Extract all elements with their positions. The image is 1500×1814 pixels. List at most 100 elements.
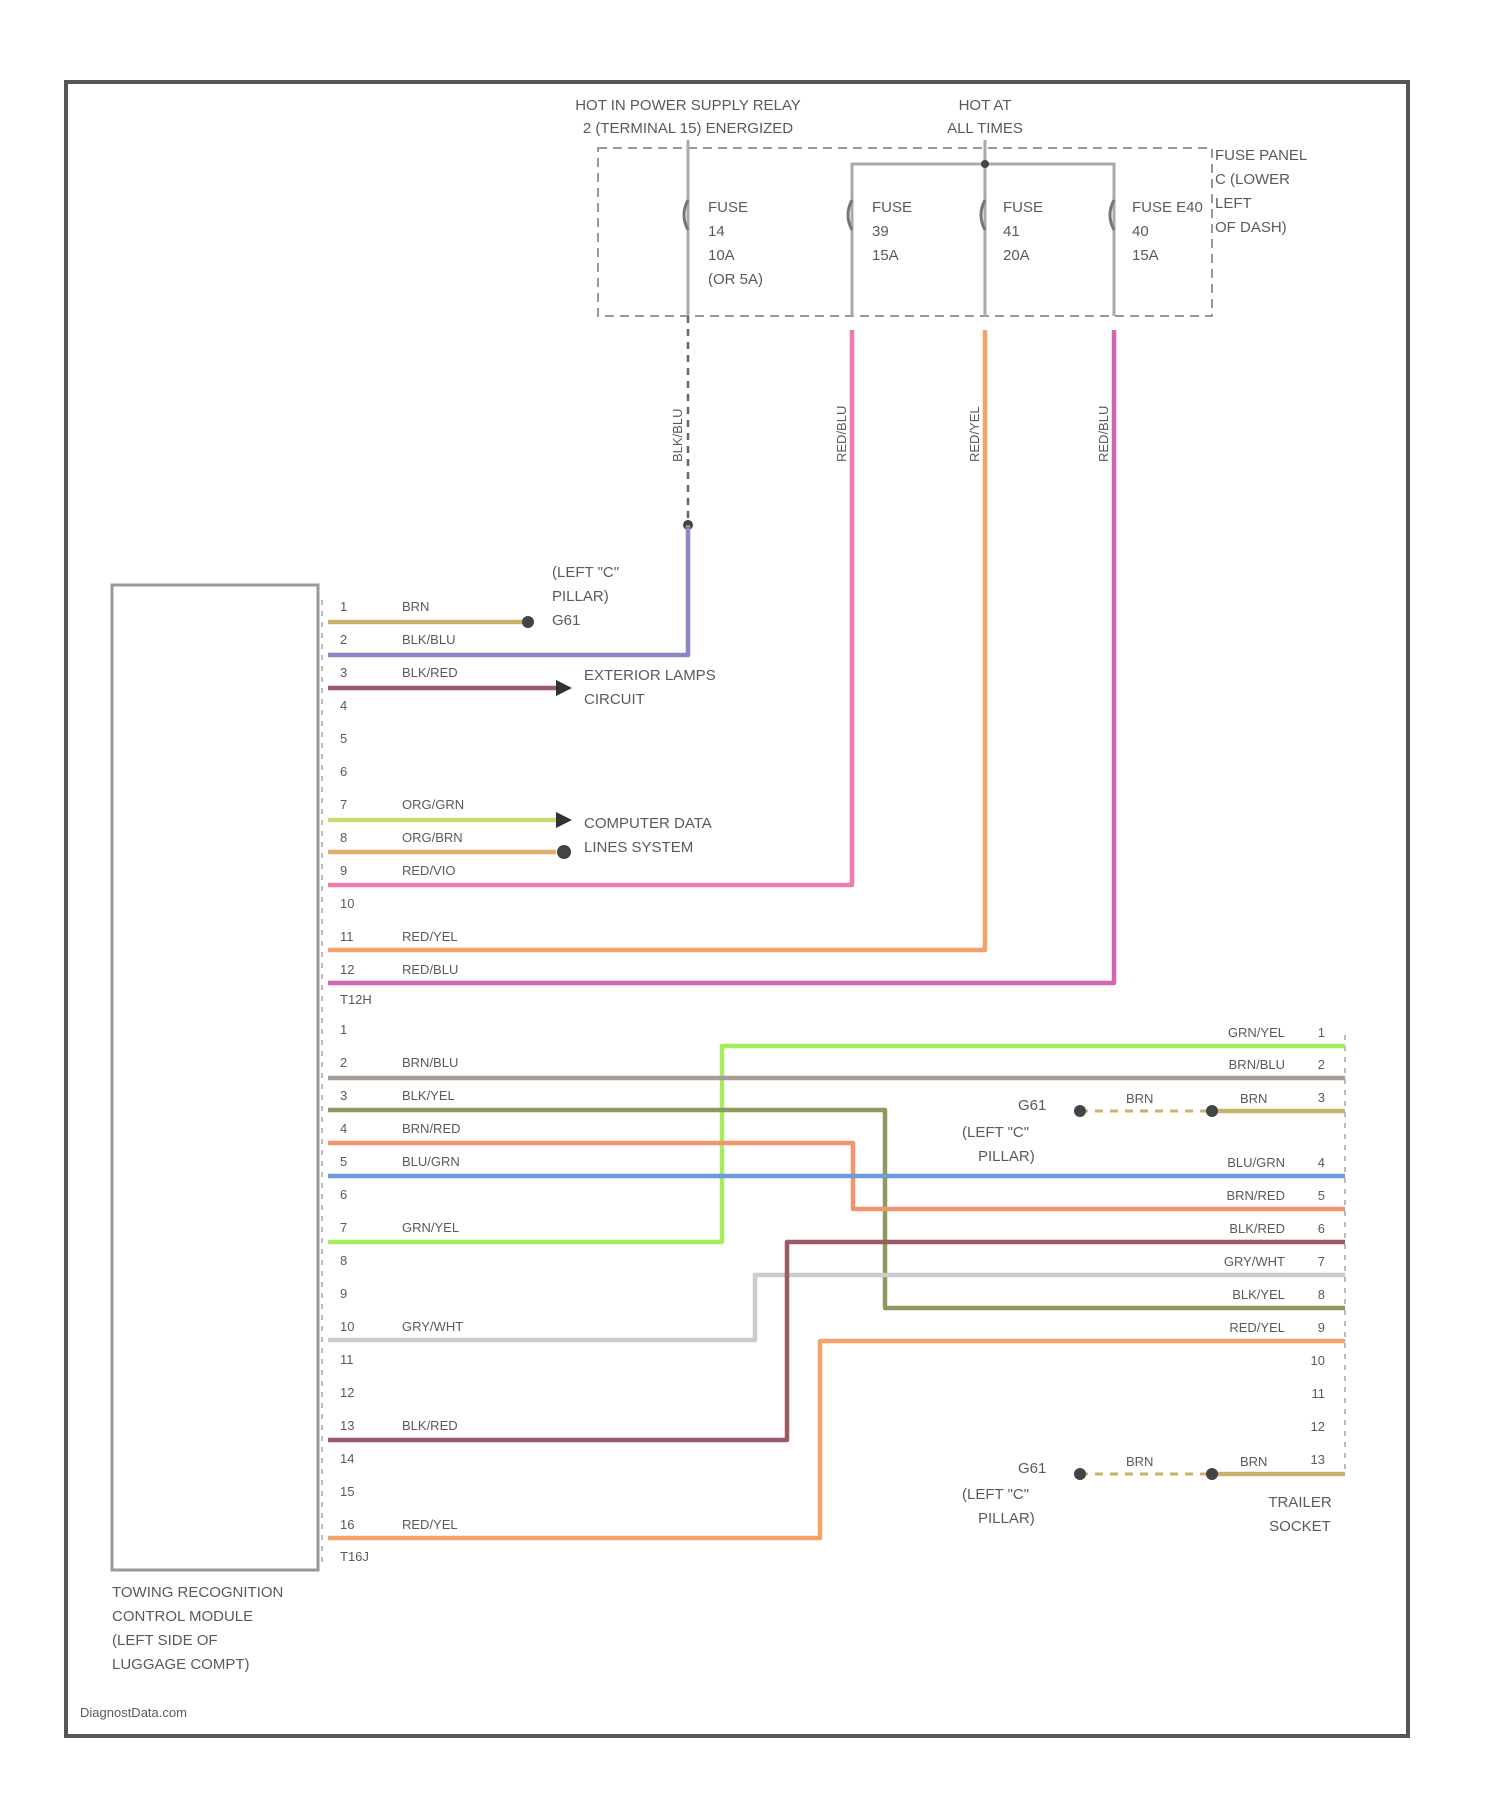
ts-pin-2: 2 bbox=[1318, 1057, 1325, 1072]
g61-lower-code: G61 bbox=[1018, 1460, 1046, 1477]
t16j-p2-label: BRN/BLU bbox=[402, 1055, 458, 1070]
vwire-label-2: RED/BLU bbox=[834, 406, 849, 462]
ts-pin-1: 1 bbox=[1318, 1025, 1325, 1040]
fuse-40-line1: FUSE E40 bbox=[1132, 199, 1203, 216]
arrow-data-lines-2 bbox=[557, 845, 571, 859]
fuse-40: FUSE E40 40 15A bbox=[1110, 199, 1203, 264]
fuse-40-line3: 15A bbox=[1132, 247, 1159, 264]
fuse-39: FUSE 39 15A bbox=[848, 199, 912, 264]
fuse-41-line3: 20A bbox=[1003, 247, 1030, 264]
data-lines-line2: LINES SYSTEM bbox=[584, 839, 693, 856]
splice1-label-left: BRN bbox=[1126, 1091, 1153, 1106]
g61-lower-line1: (LEFT "C" bbox=[962, 1486, 1029, 1503]
ts-pin-8: 8 bbox=[1318, 1287, 1325, 1302]
ground-g61-lower-point bbox=[1074, 1468, 1086, 1480]
t12h-pin-1: 1 bbox=[340, 599, 347, 614]
t16j-pin-15: 15 bbox=[340, 1484, 354, 1499]
g61-lower-line2: PILLAR) bbox=[978, 1510, 1035, 1527]
module-label-line3: (LEFT SIDE OF bbox=[112, 1632, 218, 1649]
fuse-41: FUSE 41 20A bbox=[981, 199, 1043, 264]
t12h-p2-label: BLK/BLU bbox=[402, 632, 455, 647]
t16j-p13-label: BLK/RED bbox=[402, 1418, 458, 1433]
fuse-14: FUSE 14 10A (OR 5A) bbox=[684, 199, 763, 288]
wire-t12h-p2-blk-blu bbox=[328, 525, 688, 655]
trailer-socket-line2: SOCKET bbox=[1269, 1518, 1331, 1535]
t12h-p3-label: BLK/RED bbox=[402, 665, 458, 680]
ground-g61-upper-point bbox=[522, 616, 534, 628]
fuse-39-line1: FUSE bbox=[872, 199, 912, 216]
ts-label-blk-yel: BLK/YEL bbox=[1232, 1287, 1285, 1302]
vwire-label-3: RED/YEL bbox=[967, 406, 982, 462]
exterior-lamps-line1: EXTERIOR LAMPS bbox=[584, 667, 716, 684]
vwire-label-4: RED/BLU bbox=[1096, 406, 1111, 462]
t12h-p11-label: RED/YEL bbox=[402, 929, 458, 944]
fuse-panel-label-line4: OF DASH) bbox=[1215, 219, 1287, 236]
connector-t16j-pins: 1 2 3 4 5 6 7 8 9 10 11 12 13 14 15 16 bbox=[340, 1022, 354, 1532]
watermark: DiagnostData.com bbox=[80, 1705, 187, 1720]
trailer-socket-line1: TRAILER bbox=[1268, 1494, 1332, 1511]
t16j-pin-11: 11 bbox=[340, 1352, 354, 1367]
hot-label-line2: ALL TIMES bbox=[947, 120, 1023, 137]
t16j-p7-label: GRN/YEL bbox=[402, 1220, 459, 1235]
relay-label-line2: 2 (TERMINAL 15) ENERGIZED bbox=[583, 120, 793, 137]
t16j-pin-4: 4 bbox=[340, 1121, 347, 1136]
data-lines-line1: COMPUTER DATA bbox=[584, 815, 712, 832]
t12h-pin-3: 3 bbox=[340, 665, 347, 680]
t16j-p16-label: RED/YEL bbox=[402, 1517, 458, 1532]
hot-label-line1: HOT AT bbox=[959, 97, 1012, 114]
t12h-p9-label: RED/VIO bbox=[402, 863, 455, 878]
ts-label-brn-blu: BRN/BLU bbox=[1229, 1057, 1285, 1072]
fuse-14-line4: (OR 5A) bbox=[708, 271, 763, 288]
trailer-socket-pins: 1 2 3 4 5 6 7 8 9 10 11 12 13 bbox=[1311, 1025, 1325, 1467]
t12h-pin-12: 12 bbox=[340, 962, 354, 977]
t12h-connector-name: T12H bbox=[340, 992, 372, 1007]
t16j-pin-10: 10 bbox=[340, 1319, 354, 1334]
t12h-p1-label: BRN bbox=[402, 599, 429, 614]
hot-bus bbox=[852, 164, 1114, 316]
ts-label-gry-wht: GRY/WHT bbox=[1224, 1254, 1285, 1269]
g61-upper-line1: (LEFT "C" bbox=[552, 564, 619, 581]
t12h-pin-5: 5 bbox=[340, 731, 347, 746]
t16j-p3-label: BLK/YEL bbox=[402, 1088, 455, 1103]
t16j-pin-14: 14 bbox=[340, 1451, 354, 1466]
t16j-pin-7: 7 bbox=[340, 1220, 347, 1235]
t12h-p12-label: RED/BLU bbox=[402, 962, 458, 977]
fuse-panel-label-line3: LEFT bbox=[1215, 195, 1252, 212]
ground-g61-middle-point bbox=[1074, 1105, 1086, 1117]
ts-label-brn-red: BRN/RED bbox=[1226, 1188, 1285, 1203]
t16j-pin-12: 12 bbox=[340, 1385, 354, 1400]
g61-middle-line1: (LEFT "C" bbox=[962, 1124, 1029, 1141]
fuse-40-line2: 40 bbox=[1132, 223, 1149, 240]
t16j-pin-6: 6 bbox=[340, 1187, 347, 1202]
splice2-label-left: BRN bbox=[1126, 1454, 1153, 1469]
ts-label-grn-yel: GRN/YEL bbox=[1228, 1025, 1285, 1040]
fuse-14-line1: FUSE bbox=[708, 199, 748, 216]
t16j-pin-1: 1 bbox=[340, 1022, 347, 1037]
ts-pin-7: 7 bbox=[1318, 1254, 1325, 1269]
fuse-14-line2: 14 bbox=[708, 223, 725, 240]
module-label-line2: CONTROL MODULE bbox=[112, 1608, 253, 1625]
t12h-pin-9: 9 bbox=[340, 863, 347, 878]
t12h-pin-2: 2 bbox=[340, 632, 347, 647]
t12h-pin-11: 11 bbox=[340, 929, 354, 944]
g61-middle-code: G61 bbox=[1018, 1097, 1046, 1114]
splice2-label-right: BRN bbox=[1240, 1454, 1267, 1469]
ts-pin-6: 6 bbox=[1318, 1221, 1325, 1236]
ts-pin-11: 11 bbox=[1312, 1386, 1326, 1401]
ts-pin-9: 9 bbox=[1318, 1320, 1325, 1335]
fuse-14-line3: 10A bbox=[708, 247, 735, 264]
vwire-label-1: BLK/BLU bbox=[670, 409, 685, 462]
ts-pin-3: 3 bbox=[1318, 1090, 1325, 1105]
g61-middle-line2: PILLAR) bbox=[978, 1148, 1035, 1165]
ts-pin-10: 10 bbox=[1311, 1353, 1325, 1368]
diagram-frame bbox=[66, 82, 1408, 1736]
t16j-connector-name: T16J bbox=[340, 1549, 369, 1564]
fuse-39-line2: 39 bbox=[872, 223, 889, 240]
t16j-p5-label: BLU/GRN bbox=[402, 1154, 460, 1169]
towing-module-box bbox=[112, 585, 318, 1570]
ts-label-red-yel: RED/YEL bbox=[1229, 1320, 1285, 1335]
fuse-panel-label-line1: FUSE PANEL bbox=[1215, 147, 1307, 164]
t12h-pin-6: 6 bbox=[340, 764, 347, 779]
relay-label-line1: HOT IN POWER SUPPLY RELAY bbox=[575, 97, 801, 114]
t16j-p10-label: GRY/WHT bbox=[402, 1319, 463, 1334]
